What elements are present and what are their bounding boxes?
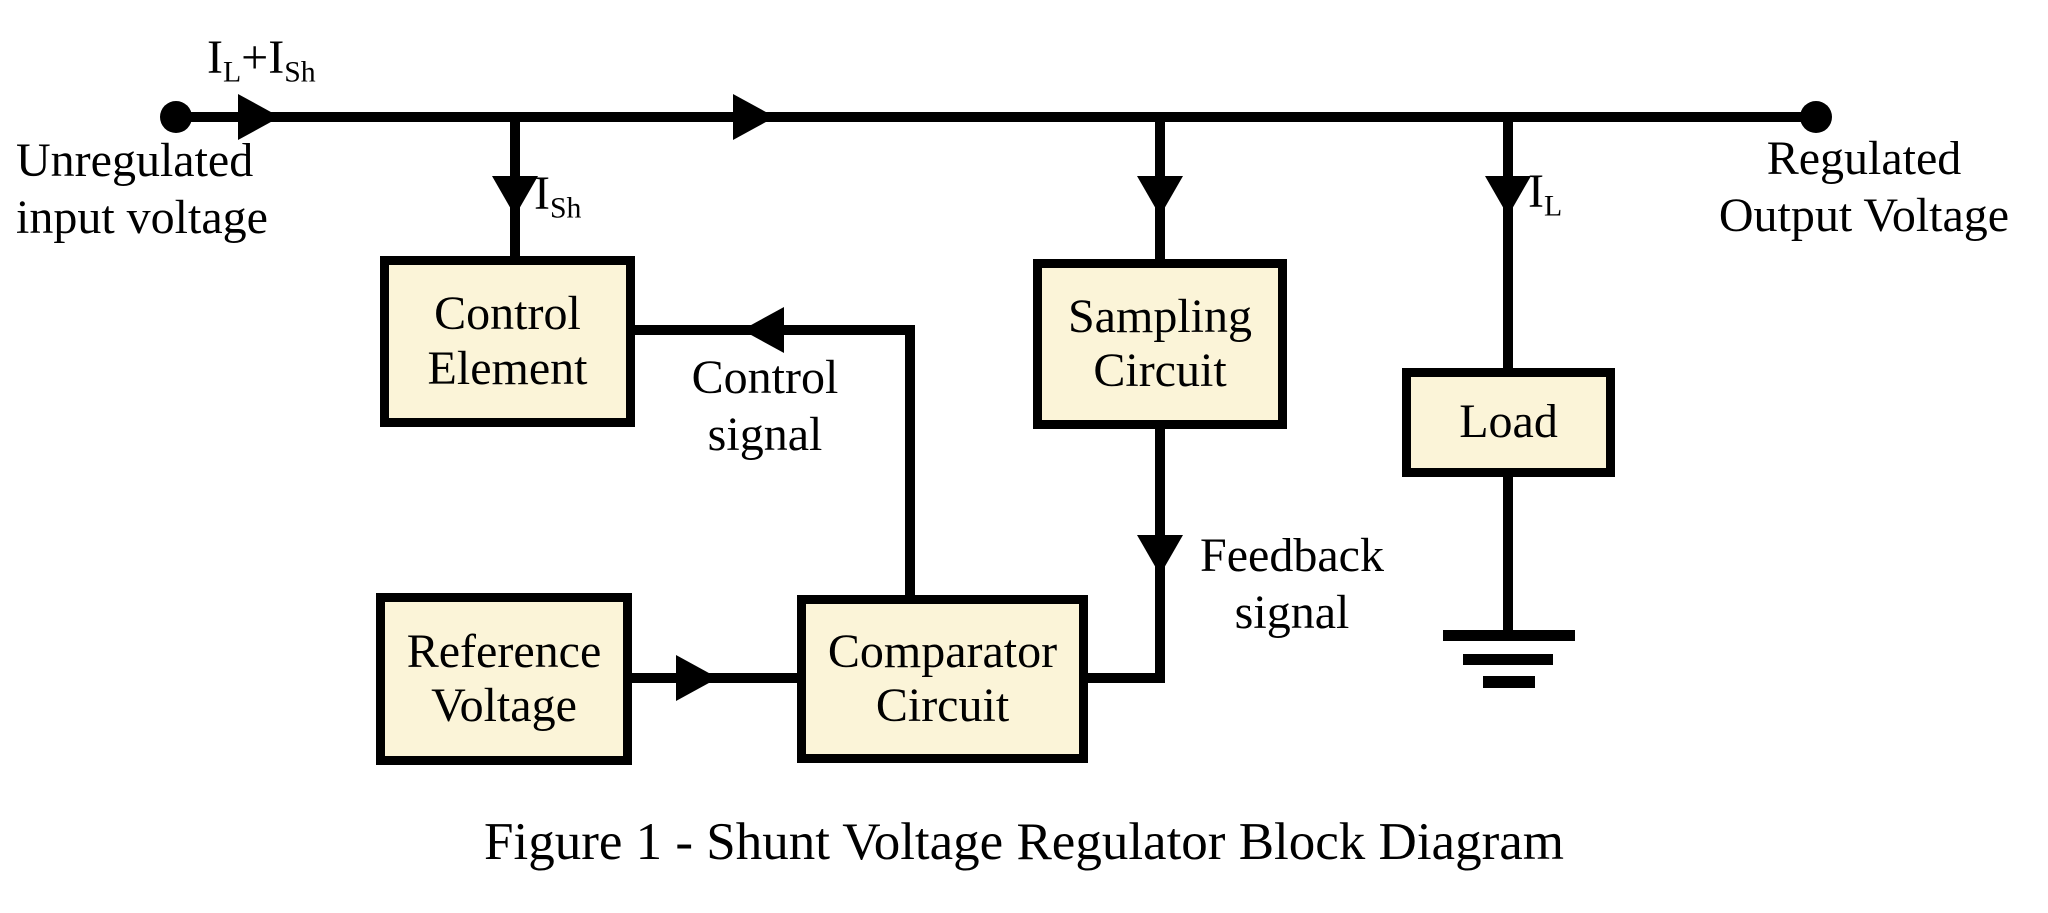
reference-voltage-box: Reference Voltage [376, 593, 632, 765]
ground-bar-3 [1483, 676, 1535, 688]
feedback-signal-label: Feedback signal [1200, 529, 1384, 639]
reference-voltage-label: Voltage [431, 679, 577, 732]
sampling-circuit-label: Sampling [1067, 289, 1252, 343]
ground-bar-1 [1443, 630, 1575, 641]
shunt-current-label: ISh [534, 167, 582, 225]
output-terminal-dot [1800, 101, 1832, 133]
sampling-circuit-label: Circuit [1093, 344, 1227, 397]
shunt-branch-arrow-icon [492, 176, 538, 216]
control-element-box: Control Element [380, 256, 635, 427]
supply-bus-line [176, 112, 1816, 122]
reference-voltage-label: Reference [406, 624, 602, 678]
control-signal-arrow-icon [742, 307, 784, 353]
input-terminal-dot [160, 101, 192, 133]
control-signal-line-vertical [905, 325, 915, 595]
comparator-circuit-box: Comparator Circuit [797, 595, 1088, 763]
control-signal-label: Control signal [691, 351, 839, 461]
bus-arrow-icon [238, 94, 280, 140]
load-branch-arrow-icon [1485, 176, 1531, 216]
bus-arrow-icon [733, 94, 775, 140]
figure-caption: Figure 1 - Shunt Voltage Regulator Block… [484, 813, 1564, 871]
sampling-branch-arrow-icon [1137, 176, 1183, 216]
feedback-arrow-icon [1137, 535, 1183, 575]
load-current-label: IL [1528, 165, 1563, 223]
sampling-circuit-box: Sampling Circuit [1033, 259, 1287, 429]
ground-bar-2 [1463, 654, 1553, 665]
comparator-circuit-label: Comparator [827, 624, 1058, 678]
load-box: Load [1402, 368, 1615, 477]
input-terminal-label: Unregulated input voltage [16, 134, 268, 244]
output-terminal-label: Regulated Output Voltage [1718, 132, 2010, 242]
feedback-line-horizontal [1088, 673, 1165, 683]
load-to-ground-line [1503, 477, 1513, 638]
bus-current-label: IL+ISh [207, 31, 316, 89]
load-label: Load [1459, 395, 1558, 449]
comparator-circuit-label: Circuit [875, 679, 1010, 732]
control-element-label: Element [427, 341, 588, 395]
load-branch-line [1503, 117, 1513, 370]
reference-arrow-icon [676, 655, 718, 701]
control-element-label: Control [434, 287, 581, 341]
